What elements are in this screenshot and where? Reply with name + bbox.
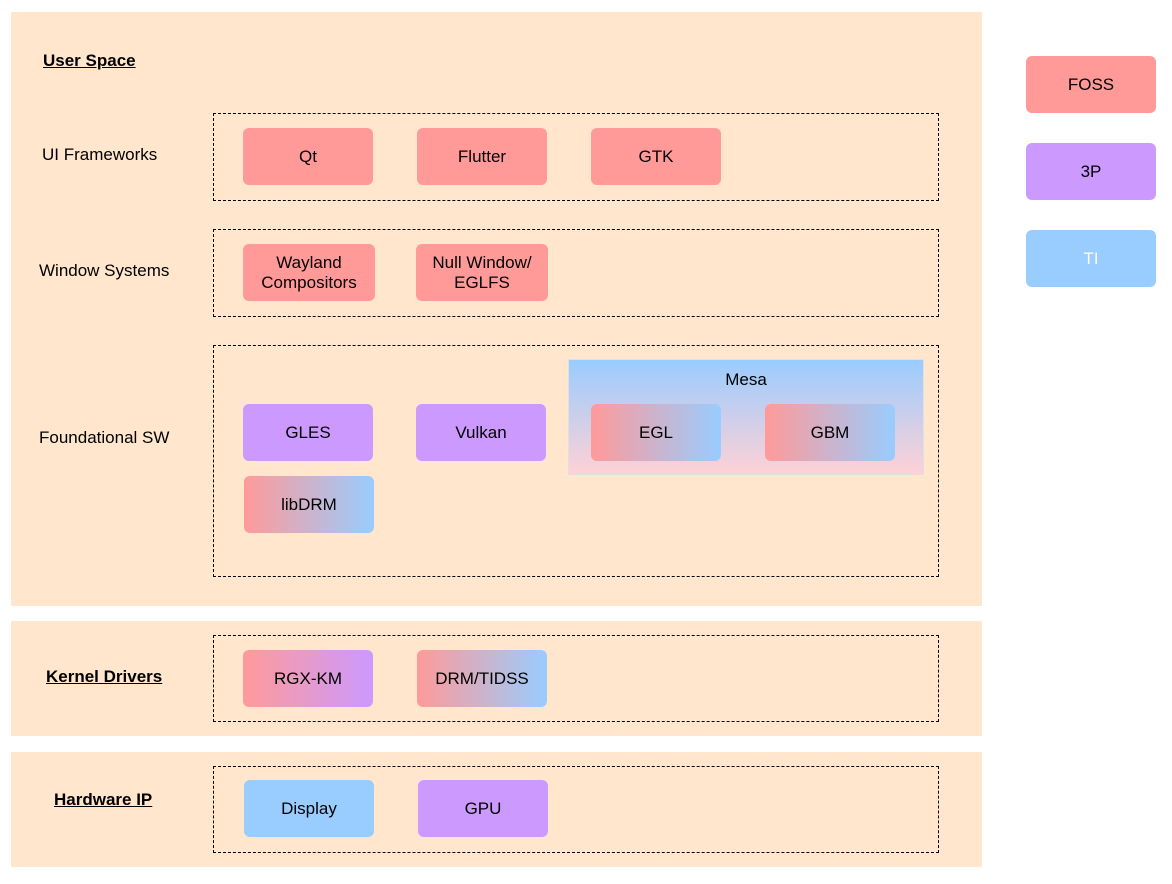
wayland-line2: Compositors bbox=[261, 272, 357, 292]
drm-tidss-box: DRM/TIDSS bbox=[417, 650, 547, 707]
foundational-sw-label: Foundational SW bbox=[39, 428, 170, 447]
libdrm-box: libDRM bbox=[244, 476, 374, 533]
egl-box: EGL bbox=[591, 404, 721, 461]
flutter-box: Flutter bbox=[417, 128, 547, 185]
nullwin-line1: Null Window/ bbox=[432, 252, 532, 272]
wayland-line1: Wayland bbox=[276, 252, 342, 272]
gles-box: GLES bbox=[243, 404, 373, 461]
ui-frameworks-group bbox=[213, 113, 939, 201]
window-systems-label: Window Systems bbox=[39, 261, 170, 280]
vulkan-box: Vulkan bbox=[416, 404, 546, 461]
hardware-ip-title: Hardware IP bbox=[54, 790, 153, 809]
legend-ti: TI bbox=[1026, 230, 1156, 287]
nullwin-line2: EGLFS bbox=[454, 272, 510, 292]
rgx-km-box: RGX-KM bbox=[243, 650, 373, 707]
legend-foss: FOSS bbox=[1026, 56, 1156, 113]
wayland-compositors-box: Wayland Compositors bbox=[243, 244, 375, 301]
user-space-panel bbox=[11, 12, 982, 606]
hardware-ip-group bbox=[213, 766, 939, 853]
ui-frameworks-label: UI Frameworks bbox=[42, 145, 158, 164]
null-window-eglfs-box: Null Window/ EGLFS bbox=[416, 244, 548, 301]
qt-box: Qt bbox=[243, 128, 373, 185]
gbm-box: GBM bbox=[765, 404, 895, 461]
display-box: Display bbox=[244, 780, 374, 837]
kernel-drivers-title: Kernel Drivers bbox=[46, 667, 163, 686]
gtk-box: GTK bbox=[591, 128, 721, 185]
window-systems-group bbox=[213, 229, 939, 317]
user-space-title: User Space bbox=[43, 51, 136, 70]
gpu-box: GPU bbox=[418, 780, 548, 837]
kernel-drivers-group bbox=[213, 635, 939, 722]
mesa-label: Mesa bbox=[725, 370, 767, 389]
legend-3p: 3P bbox=[1026, 143, 1156, 200]
foundational-sw-group bbox=[213, 345, 939, 577]
